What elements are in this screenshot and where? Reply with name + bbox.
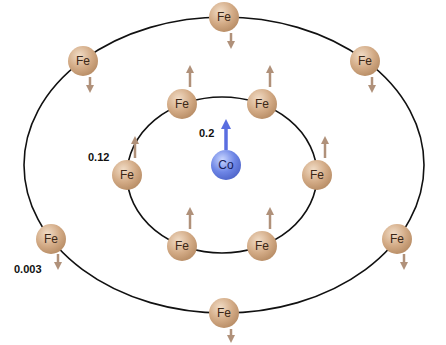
iron-atom: Fe bbox=[382, 224, 412, 254]
iron-atom: Fe bbox=[167, 89, 197, 119]
atom-symbol: Fe bbox=[217, 11, 231, 23]
moment-value: 0.003 bbox=[14, 264, 42, 275]
atom-symbol: Fe bbox=[120, 169, 134, 181]
iron-atom: Fe bbox=[302, 160, 332, 190]
atom-symbol: Fe bbox=[255, 98, 269, 110]
iron-atom: Fe bbox=[247, 231, 277, 261]
atom-symbol: Fe bbox=[310, 169, 324, 181]
moment-value: 0.2 bbox=[199, 128, 214, 139]
atom-symbol: Fe bbox=[175, 240, 189, 252]
moment-value: 0.12 bbox=[88, 152, 109, 163]
iron-atom: Fe bbox=[350, 46, 380, 76]
atom-symbol: Fe bbox=[255, 240, 269, 252]
atom-symbol: Fe bbox=[76, 55, 90, 67]
atom-symbol: Co bbox=[218, 159, 233, 171]
outer-shell bbox=[24, 17, 424, 313]
atom-symbol: Fe bbox=[358, 55, 372, 67]
atom-symbol: Fe bbox=[175, 98, 189, 110]
iron-atom: Fe bbox=[209, 298, 239, 328]
spin-arrows bbox=[58, 33, 404, 339]
iron-atom: Fe bbox=[247, 89, 277, 119]
iron-atom: Fe bbox=[209, 2, 239, 32]
inner-shell bbox=[127, 97, 317, 253]
atom-symbol: Fe bbox=[390, 233, 404, 245]
iron-atom: Fe bbox=[167, 231, 197, 261]
iron-atom: Fe bbox=[36, 224, 66, 254]
iron-atom: Fe bbox=[68, 46, 98, 76]
co-spin-arrow bbox=[224, 124, 228, 150]
iron-atom: Fe bbox=[112, 160, 142, 190]
atom-symbol: Fe bbox=[217, 307, 231, 319]
cobalt-atom: Co bbox=[211, 150, 241, 180]
atom-symbol: Fe bbox=[44, 233, 58, 245]
